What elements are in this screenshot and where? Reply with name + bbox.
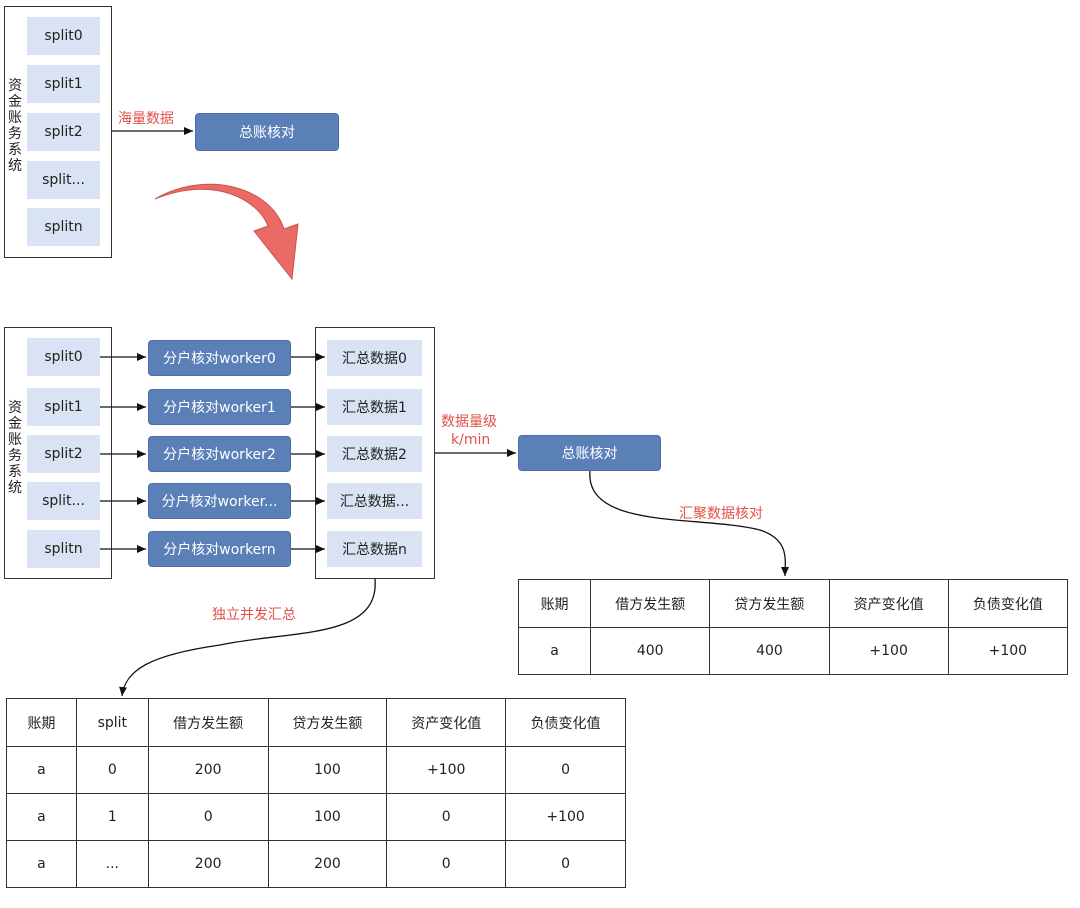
detail-cell: 100 [267, 746, 388, 794]
detail-cell: 1 [75, 793, 149, 841]
aggregate-label: 汇聚数据核对 [679, 506, 763, 522]
detail-cell: 0 [386, 793, 507, 841]
summary-header-cell: 资产变化值 [828, 579, 949, 628]
detail-cell: 0 [75, 746, 149, 794]
table-row: a 1 0 100 0 +100 [6, 793, 626, 841]
bottom-system-label: 资 金 账 务 系 统 [8, 400, 22, 496]
worker-1-node: 分户核对worker1 [148, 389, 291, 425]
detail-cell: 0 [147, 793, 269, 841]
table-row: a 0 200 100 +100 0 [6, 746, 626, 794]
detail-cell: 200 [267, 840, 388, 888]
detail-cell: 100 [267, 793, 388, 841]
summary-header-cell: 账期 [517, 579, 592, 628]
worker-0-node: 分户核对worker0 [148, 340, 291, 376]
concurrent-label: 独立并发汇总 [212, 607, 296, 623]
table-row: a 400 400 +100 +100 [517, 627, 1069, 675]
detail-cell: +100 [386, 746, 507, 794]
detail-header-cell: 借方发生额 [147, 698, 269, 747]
top-split-2: split2 [27, 113, 100, 151]
summary-cell: 400 [590, 627, 711, 675]
summary-header-cell: 借方发生额 [590, 579, 711, 628]
table-row: a ... 200 200 0 0 [6, 840, 626, 888]
big-transition-arrow [154, 183, 299, 281]
detail-cell: a [6, 746, 77, 794]
detail-cell: ... [75, 840, 149, 888]
detail-cell: a [6, 793, 77, 841]
bottom-split-2: split2 [27, 435, 100, 473]
detail-cell: +100 [505, 793, 626, 841]
summary-header-cell: 贷方发生额 [709, 579, 830, 628]
reconcile-to-table-curve [589, 470, 790, 577]
detail-cell: 0 [505, 840, 626, 888]
summary-header-cell: 负债变化值 [947, 579, 1069, 628]
top-split-0: split0 [27, 17, 100, 55]
summary-cell: 400 [709, 627, 830, 675]
top-system-label: 资 金 账 务 系 统 [8, 78, 22, 174]
bottom-split-0: split0 [27, 338, 100, 376]
detail-cell: 0 [386, 840, 507, 888]
summary-table: 账期 借方发生额 贷方发生额 资产变化值 负债变化值 a 400 400 +10… [517, 579, 1069, 675]
summary-data-2: 汇总数据2 [327, 436, 422, 472]
detail-header-cell: 账期 [6, 698, 77, 747]
top-split-n: splitn [27, 208, 100, 246]
summary-cell: a [517, 627, 592, 675]
summary-data-1: 汇总数据1 [327, 389, 422, 425]
bottom-split-1: split1 [27, 388, 100, 426]
detail-header-cell: 贷方发生额 [267, 698, 388, 747]
worker-n-node: 分户核对workern [148, 531, 291, 567]
detail-table-header: 账期 split 借方发生额 贷方发生额 资产变化值 负债变化值 [6, 698, 626, 747]
detail-cell: 200 [147, 746, 269, 794]
summary-data-etc: 汇总数据... [327, 483, 422, 519]
top-arrow-label: 海量数据 [118, 111, 174, 127]
detail-header-cell: 资产变化值 [386, 698, 507, 747]
top-split-1: split1 [27, 65, 100, 103]
top-split-etc: split... [27, 161, 100, 199]
detail-header-cell: 负债变化值 [505, 698, 626, 747]
detail-cell: 200 [147, 840, 269, 888]
rate-label-line2: k/min [451, 432, 491, 448]
bottom-reconcile-node: 总账核对 [518, 435, 661, 471]
top-reconcile-node: 总账核对 [195, 113, 339, 151]
detail-table: 账期 split 借方发生额 贷方发生额 资产变化值 负债变化值 a 0 200… [6, 698, 626, 888]
summary-cell: +100 [947, 627, 1069, 675]
worker-etc-node: 分户核对worker... [148, 483, 291, 519]
bottom-split-etc: split... [27, 482, 100, 520]
detail-cell: a [6, 840, 77, 888]
summary-table-header: 账期 借方发生额 贷方发生额 资产变化值 负债变化值 [517, 579, 1069, 628]
bottom-split-n: splitn [27, 530, 100, 568]
summary-cell: +100 [828, 627, 949, 675]
summary-data-0: 汇总数据0 [327, 340, 422, 376]
worker-2-node: 分户核对worker2 [148, 436, 291, 472]
detail-cell: 0 [505, 746, 626, 794]
rate-label-line1: 数据量级 [441, 414, 497, 430]
summary-to-detail-curve [119, 578, 376, 697]
summary-data-n: 汇总数据n [327, 531, 422, 567]
detail-header-cell: split [75, 698, 149, 747]
